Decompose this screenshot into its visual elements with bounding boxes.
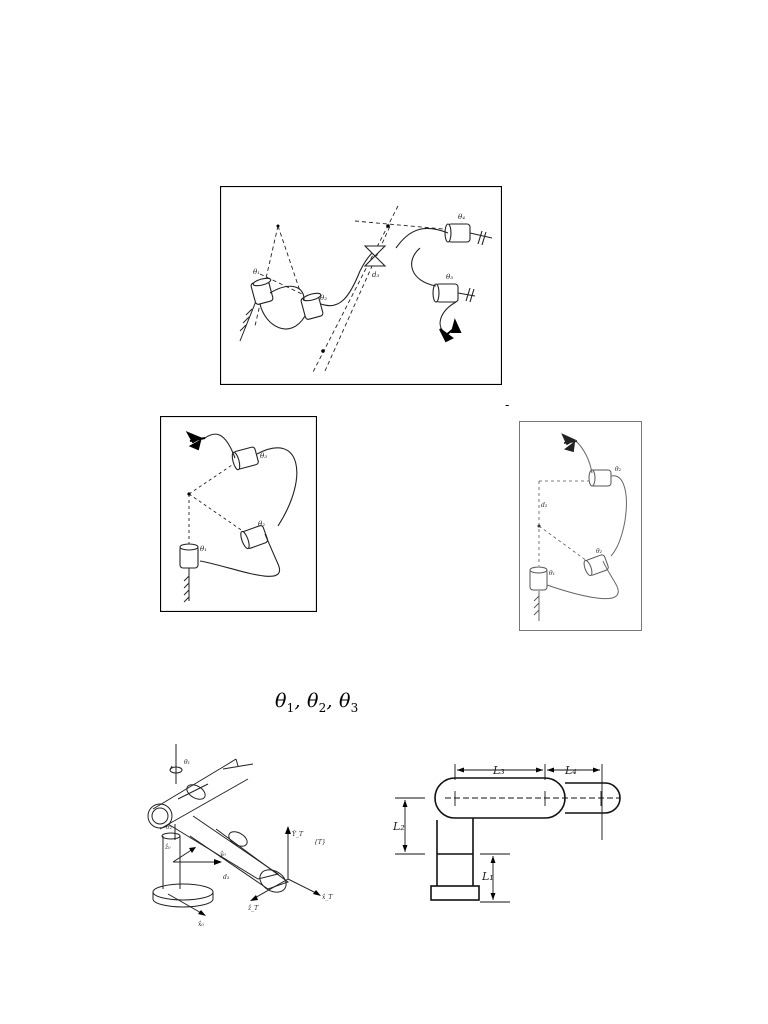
- joint-variables-text: θ1, θ2, θ3: [275, 690, 358, 715]
- label-xT: x̂_T: [322, 894, 333, 901]
- label-L2: L₂: [392, 820, 405, 833]
- label-L1: L₁: [481, 870, 494, 883]
- theta-subscript-3: 3: [350, 700, 359, 715]
- label-z0: ẑ₀: [164, 844, 171, 851]
- label-x0: x̂₀: [198, 921, 204, 928]
- separator-dash: -: [505, 398, 510, 412]
- figure-manipulator-rpr: θ₂ d₂ θ₂ θ₁: [519, 421, 642, 631]
- label-d2: d₂: [541, 502, 548, 509]
- label-theta1: θ₁: [184, 759, 190, 766]
- label-theta1: θ₁: [253, 268, 260, 276]
- theta-sep-2: ,: [326, 690, 339, 712]
- label-frame-T: {T}: [314, 839, 326, 846]
- theta-subscript-1: 1: [286, 700, 295, 715]
- label-L3: L₃: [492, 764, 505, 777]
- label-theta1: θ₁: [549, 570, 555, 577]
- theta-sep-1: ,: [294, 690, 307, 712]
- figure-isometric-arm-svg: θ₁ θ₂ d₃ ẑ₀ ŷ₀ x̂₀ Ŷ_T ẑ_T x̂_T {T}: [147, 744, 333, 928]
- label-theta2: θ₂: [258, 520, 265, 528]
- figure-link-dimensions: L₃ L₄ L₂ L₁: [385, 758, 625, 908]
- theta-symbol-1: θ: [275, 690, 287, 712]
- figure-manipulator-rrr-svg: θ₃ θ₂ θ₁: [160, 416, 317, 612]
- label-theta4: θ₄: [458, 213, 465, 221]
- label-L4: L₄: [564, 764, 577, 777]
- label-theta2: θ₂: [615, 466, 622, 473]
- label-theta3: θ₃: [260, 452, 267, 460]
- label-yT: Ŷ_T: [292, 831, 304, 838]
- figure-manipulator-rpr-svg: θ₂ d₂ θ₂ θ₁: [519, 421, 642, 631]
- figure-link-dimensions-svg: L₃ L₄ L₂ L₁: [392, 764, 621, 903]
- label-d3: d₃: [223, 874, 230, 881]
- theta-subscript-2: 2: [318, 700, 327, 715]
- figure-manipulator-5dof: θ₁ θ₂ d₃ θ₄ θ₅: [220, 186, 502, 385]
- theta-symbol-2: θ: [306, 690, 319, 712]
- figure-manipulator-5dof-svg: θ₁ θ₂ d₃ θ₄ θ₅: [220, 186, 502, 385]
- label-zT: ẑ_T: [247, 905, 259, 912]
- figure-isometric-arm: θ₁ θ₂ d₃ ẑ₀ ŷ₀ x̂₀ Ŷ_T ẑ_T x̂_T {T}: [138, 744, 353, 929]
- label-theta2: θ₂: [320, 294, 327, 302]
- label-d3: d₃: [372, 271, 379, 279]
- figure-manipulator-rrr: θ₃ θ₂ θ₁: [160, 416, 317, 612]
- label-theta5: θ₅: [446, 273, 453, 281]
- theta-symbol-3: θ: [338, 690, 351, 712]
- label-y0: ŷ₀: [219, 851, 226, 858]
- label-theta2b: θ₂: [596, 548, 603, 555]
- label-theta1: θ₁: [200, 545, 207, 553]
- label-theta2: θ₂: [166, 824, 173, 831]
